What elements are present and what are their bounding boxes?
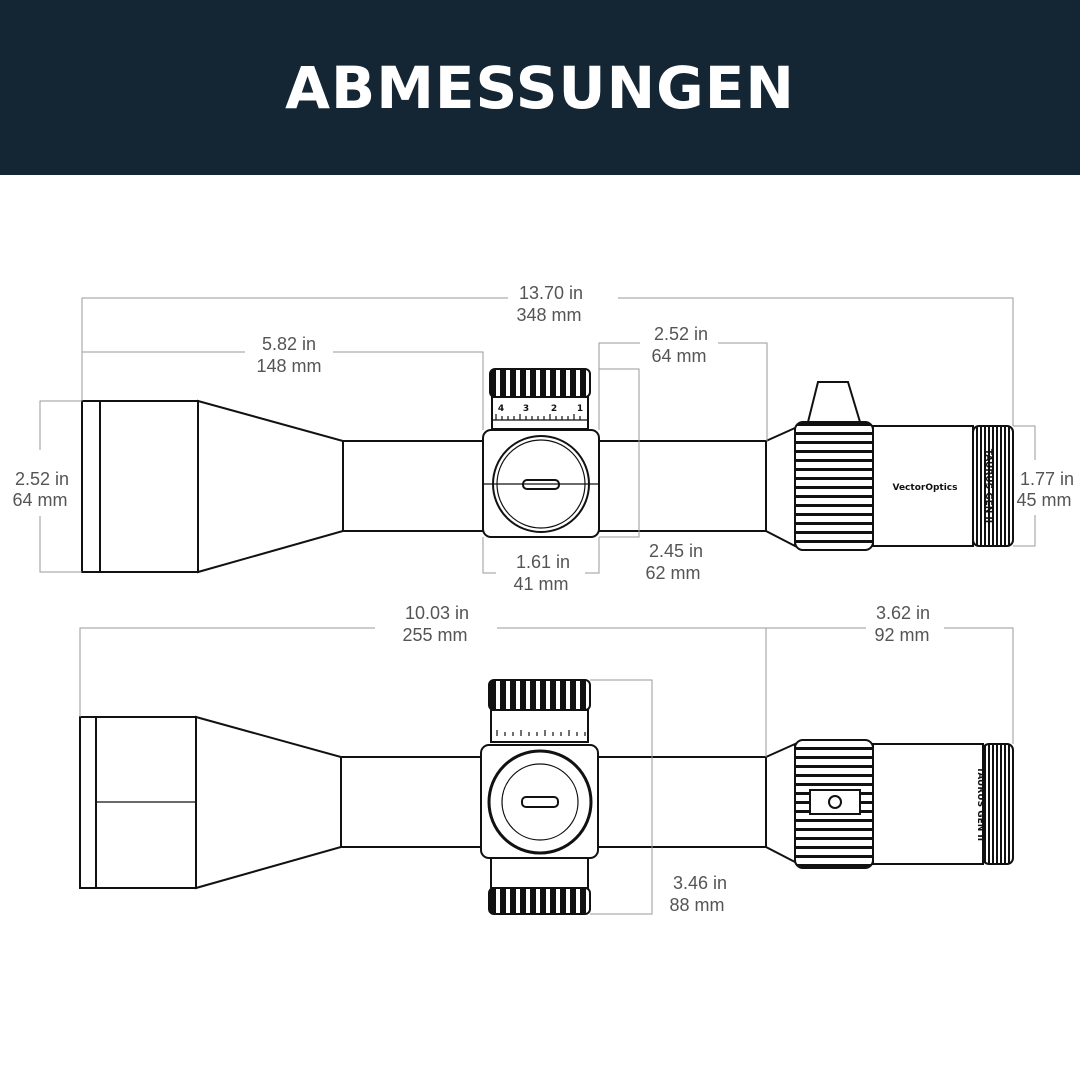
elevation-turret-knurl [489,368,591,398]
objective-lens-ring [79,716,97,889]
tube-after-turret-mm: 64 mm [651,346,706,366]
front-length-in: 10.03 in [405,603,469,623]
objective-lens-ring [81,400,101,573]
lower-turret-knurl [488,887,591,915]
page-title: ABMESSUNGEN [285,53,795,122]
diopter-ring [982,743,1014,865]
front-length-mm: 255 mm [402,625,467,645]
turret-number: 4 [498,404,504,414]
side-view-scope: TAURUS GEN II [79,679,1014,915]
top-view-scope: 4 3 2 1 VectorOptics TAURUS GEN II [81,368,1014,574]
elevation-turret-scale [490,709,589,743]
elevation-turret-knurl [488,679,591,711]
objective-taper [195,715,342,890]
objective-length-in: 5.82 in [262,334,316,354]
ocular-taper [765,742,796,864]
knob-slot [521,796,559,808]
brand-label: VectorOptics [892,483,957,493]
tube-after-turret-in: 2.52 in [654,324,708,344]
model-label: TAURUS GEN II [975,767,985,841]
total-length-mm: 348 mm [516,305,581,325]
magnification-ring [794,421,874,551]
top-view-dimensions [39,297,1036,574]
top-view-dimension-labels: 13.70 in 348 mm 5.82 in 148 mm 2.52 in 6… [12,283,1074,594]
turret-number: 1 [577,404,583,414]
model-label: TAURUS GEN II [983,449,993,523]
turret-number: 3 [523,404,529,414]
total-length-in: 13.70 in [519,283,583,303]
turret-span-in: 3.46 in [673,873,727,893]
turret-width-in: 1.61 in [516,552,570,572]
objective-length-mm: 148 mm [256,356,321,376]
elevation-turret-scale [491,396,589,430]
side-view-dimensions [79,627,1014,915]
throw-lever [806,381,862,423]
turret-height-in: 2.45 in [649,541,703,561]
ocular-length-mm: 92 mm [874,625,929,645]
ocular-diameter-in: 1.77 in [1020,469,1074,489]
ocular-diameter-mm: 45 mm [1016,490,1071,510]
eyepiece-body [872,743,984,865]
objective-diameter-in: 2.52 in [15,469,69,489]
lower-turret-cap [490,857,589,889]
objective-taper [197,399,344,574]
header-banner: ABMESSUNGEN [0,0,1080,175]
side-view-dimension-labels: 10.03 in 255 mm 3.62 in 92 mm 3.46 in 88… [402,603,930,915]
ocular-length-in: 3.62 in [876,603,930,623]
diopter-ring [972,425,1014,547]
objective-bell [99,400,199,573]
throw-lever-mount [809,789,861,815]
turret-height-mm: 62 mm [645,563,700,583]
eyepiece-body [872,425,974,547]
turret-number: 2 [551,404,557,414]
turret-width-mm: 41 mm [513,574,568,594]
turret-span-mm: 88 mm [669,895,724,915]
objective-diameter-mm: 64 mm [12,490,67,510]
ocular-taper [765,426,796,548]
